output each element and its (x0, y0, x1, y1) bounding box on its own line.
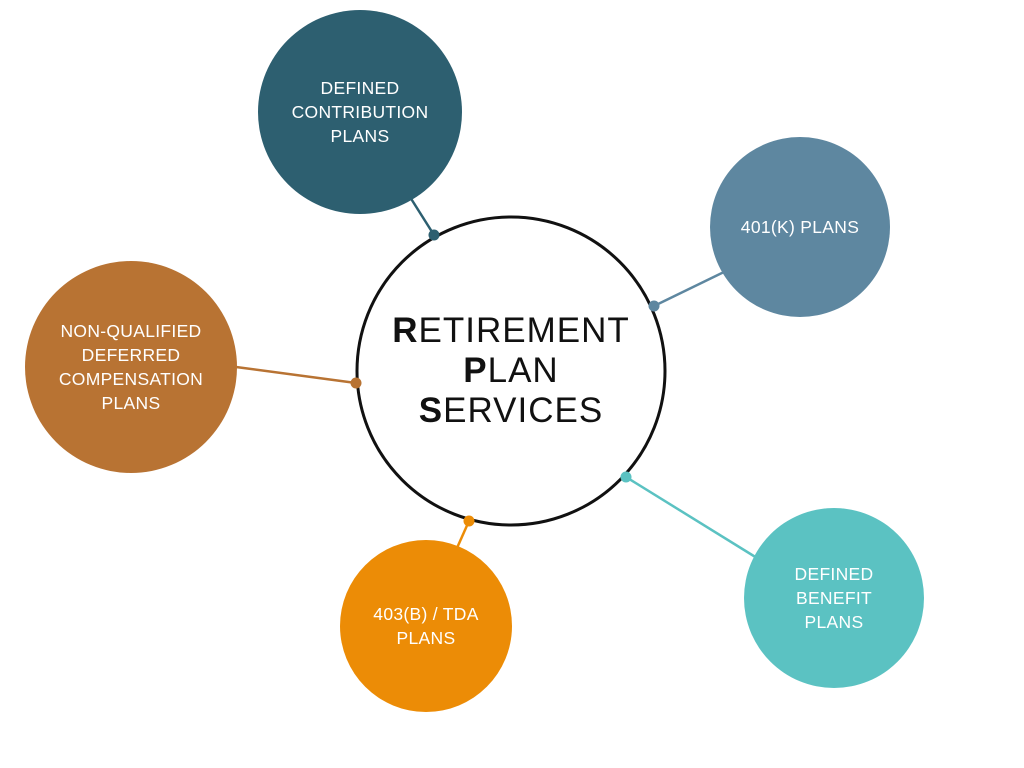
connector-dot-defined-benefit (620, 471, 632, 483)
connector-dot-non-qualified (350, 377, 362, 389)
connector-defined-contribution (408, 196, 436, 236)
center-line: RETIREMENT (392, 311, 630, 350)
connector-dot-403b (463, 515, 475, 527)
connector-401k (653, 269, 727, 308)
connector-defined-benefit (625, 475, 758, 560)
node-defined-benefit: DEFINED BENEFIT PLANS (744, 508, 924, 688)
node-defined-contribution: DEFINED CONTRIBUTION PLANS (258, 10, 462, 214)
connector-dot-defined-contribution (428, 229, 440, 241)
connector-non-qualified (235, 365, 357, 385)
node-401k: 401(K) PLANS (710, 137, 890, 317)
node-non-qualified: NON-QUALIFIED DEFERRED COMPENSATION PLAN… (25, 261, 237, 473)
node-403b: 403(B) / TDA PLANS (340, 540, 512, 712)
center-line: PLAN (463, 351, 559, 390)
connector-dot-401k (648, 300, 660, 312)
center-title: RETIREMENT PLAN SERVICES (356, 216, 666, 526)
center-circle-outline (355, 215, 667, 527)
center-line: SERVICES (418, 391, 604, 430)
